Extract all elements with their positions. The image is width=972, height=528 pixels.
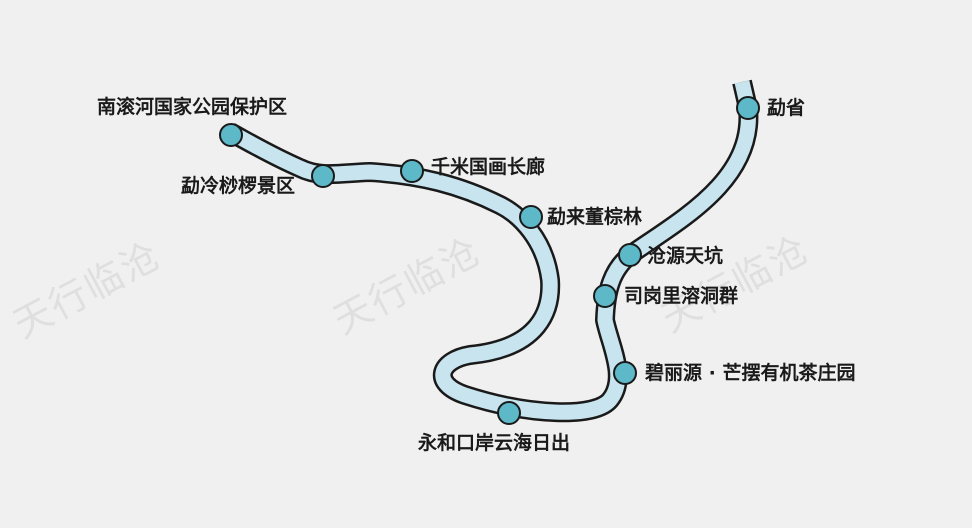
stop-label-mengleng: 勐冷桫椤景区 [181, 175, 296, 197]
stop-marker-qianmi[interactable] [400, 159, 424, 183]
stop-marker-mengleng[interactable] [311, 164, 335, 188]
route-line [226, 80, 756, 420]
stop-label-menglai: 勐来董棕林 [547, 206, 643, 228]
stop-marker-menglai[interactable] [519, 205, 543, 229]
stop-marker-bili[interactable] [613, 361, 637, 385]
stop-label-sigang: 司岗里溶洞群 [624, 285, 739, 307]
stop-label-bili: 碧丽源 · 芒摆有机茶庄园 [645, 362, 856, 384]
stop-label-cangyuan: 沧源天坑 [647, 245, 724, 267]
stop-marker-mengsheng[interactable] [736, 96, 760, 120]
stop-marker-nangun[interactable] [219, 123, 243, 147]
stop-label-yonghe: 永和口岸云海日出 [418, 432, 571, 454]
stop-label-nangun: 南滚河国家公园保护区 [97, 96, 288, 118]
stop-marker-sigang[interactable] [593, 284, 617, 308]
stop-marker-cangyuan[interactable] [618, 243, 642, 267]
stop-marker-yonghe[interactable] [497, 401, 521, 425]
stop-label-qianmi: 千米国画长廊 [431, 156, 546, 178]
stop-label-mengsheng: 勐省 [767, 97, 806, 119]
